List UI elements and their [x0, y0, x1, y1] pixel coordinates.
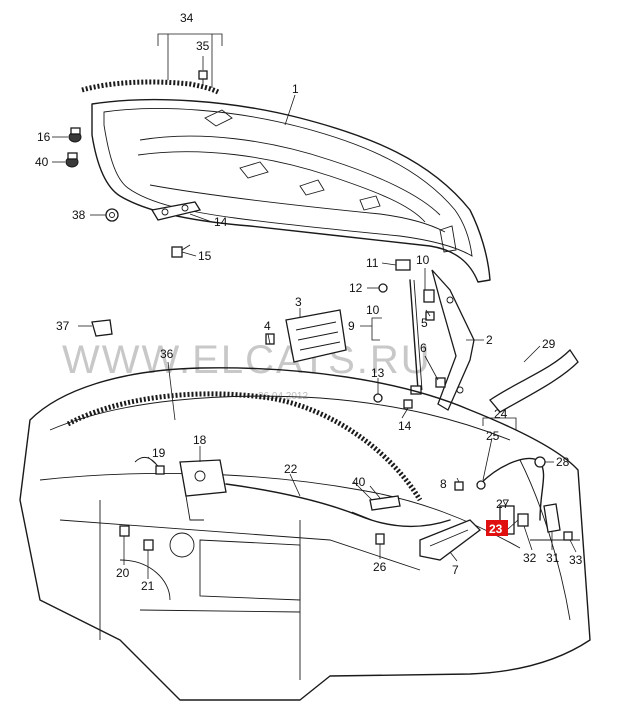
- cable-end-25: [476, 480, 486, 490]
- callout-38: 38: [72, 208, 86, 222]
- bracket-31: [543, 503, 561, 533]
- ball-pin-13: [378, 283, 388, 293]
- callout-10-top: 10: [416, 253, 430, 267]
- rubber-buffer-40: [65, 152, 79, 168]
- screw-20: [119, 525, 130, 537]
- screw-8: [454, 481, 464, 491]
- hinge-2: [423, 269, 475, 411]
- sound-insulation-3: [265, 309, 347, 363]
- callout-11: 13: [371, 366, 385, 380]
- bonnet-lock-18: [179, 459, 227, 521]
- nut-6: [435, 377, 446, 388]
- callout-8: 8: [440, 477, 447, 491]
- callout-14: 14: [398, 419, 412, 433]
- screw-14: [403, 399, 413, 409]
- callout-6: 6: [420, 341, 427, 355]
- callout-40-lower: 40: [352, 475, 366, 489]
- callout-25: 25: [486, 429, 500, 443]
- callout-5: 5: [421, 316, 428, 330]
- bolt-16: [171, 244, 191, 258]
- screw-32: [517, 513, 529, 527]
- release-handle-7: [419, 519, 481, 561]
- bonnet-seal: [81, 79, 220, 95]
- leader-lines: [52, 33, 577, 579]
- clip-35: [198, 70, 208, 86]
- callout-35: 35: [196, 39, 210, 53]
- callout-34: 34: [180, 11, 194, 25]
- callout-23[interactable]: 23: [489, 522, 503, 536]
- callout-1: 1: [292, 82, 299, 96]
- callout-7: 7: [452, 563, 459, 577]
- bracket-40-lower: [369, 495, 401, 511]
- clip-26: [375, 533, 385, 545]
- callout-9: 9: [348, 319, 355, 333]
- nut-33: [563, 531, 573, 541]
- callout-28: 28: [556, 455, 570, 469]
- clip-37: [91, 319, 113, 337]
- callout-37: 37: [56, 319, 70, 333]
- callout-13: 12: [349, 281, 363, 295]
- callout-24: 24: [494, 407, 508, 421]
- callout-18: 18: [193, 433, 207, 447]
- callout-40-upper: 40: [35, 155, 49, 169]
- callout-29: 29: [542, 337, 556, 351]
- bonnet-panel: [91, 98, 491, 283]
- callout-16: 15: [198, 249, 212, 263]
- callout-36: 36: [160, 347, 174, 361]
- highlight-box[interactable]: [486, 520, 508, 536]
- callout-26: 26: [373, 560, 387, 574]
- safety-catch-15: [150, 201, 202, 221]
- callout-33: 33: [569, 553, 583, 567]
- watermark-text: WWW.ELCATS.RU: [62, 338, 432, 382]
- callout-17: 16: [37, 130, 51, 144]
- callout-31: 31: [546, 551, 560, 565]
- callout-21: 21: [141, 579, 155, 593]
- bracket-29: [489, 348, 579, 413]
- callout-10-mid: 10: [366, 303, 380, 317]
- callout-12: 11: [366, 256, 379, 270]
- callout-3: 3: [295, 295, 302, 309]
- grommet-28: [534, 456, 546, 468]
- seal-36: [66, 391, 423, 502]
- callout-27: 27: [496, 497, 510, 511]
- callout-19: 19: [152, 446, 166, 460]
- callout-4: 4: [264, 319, 271, 333]
- callout-15: 14: [214, 215, 228, 229]
- highlighted-callout-23[interactable]: 23: [486, 520, 508, 536]
- callout-2: 2: [486, 333, 493, 347]
- callout-20: 20: [116, 566, 130, 580]
- rubber-stop-38: [105, 208, 119, 222]
- ball-pin-11: [373, 393, 383, 403]
- screw-21: [143, 539, 154, 551]
- callout-labels: 34 35 1 16 40 38 14 15 11 12 10 5 2 3 4 …: [35, 11, 583, 593]
- release-cable-22: [225, 483, 451, 528]
- rubber-buffer-17: [68, 127, 82, 143]
- callout-22: 22: [284, 462, 298, 476]
- callout-32: 32: [523, 551, 537, 565]
